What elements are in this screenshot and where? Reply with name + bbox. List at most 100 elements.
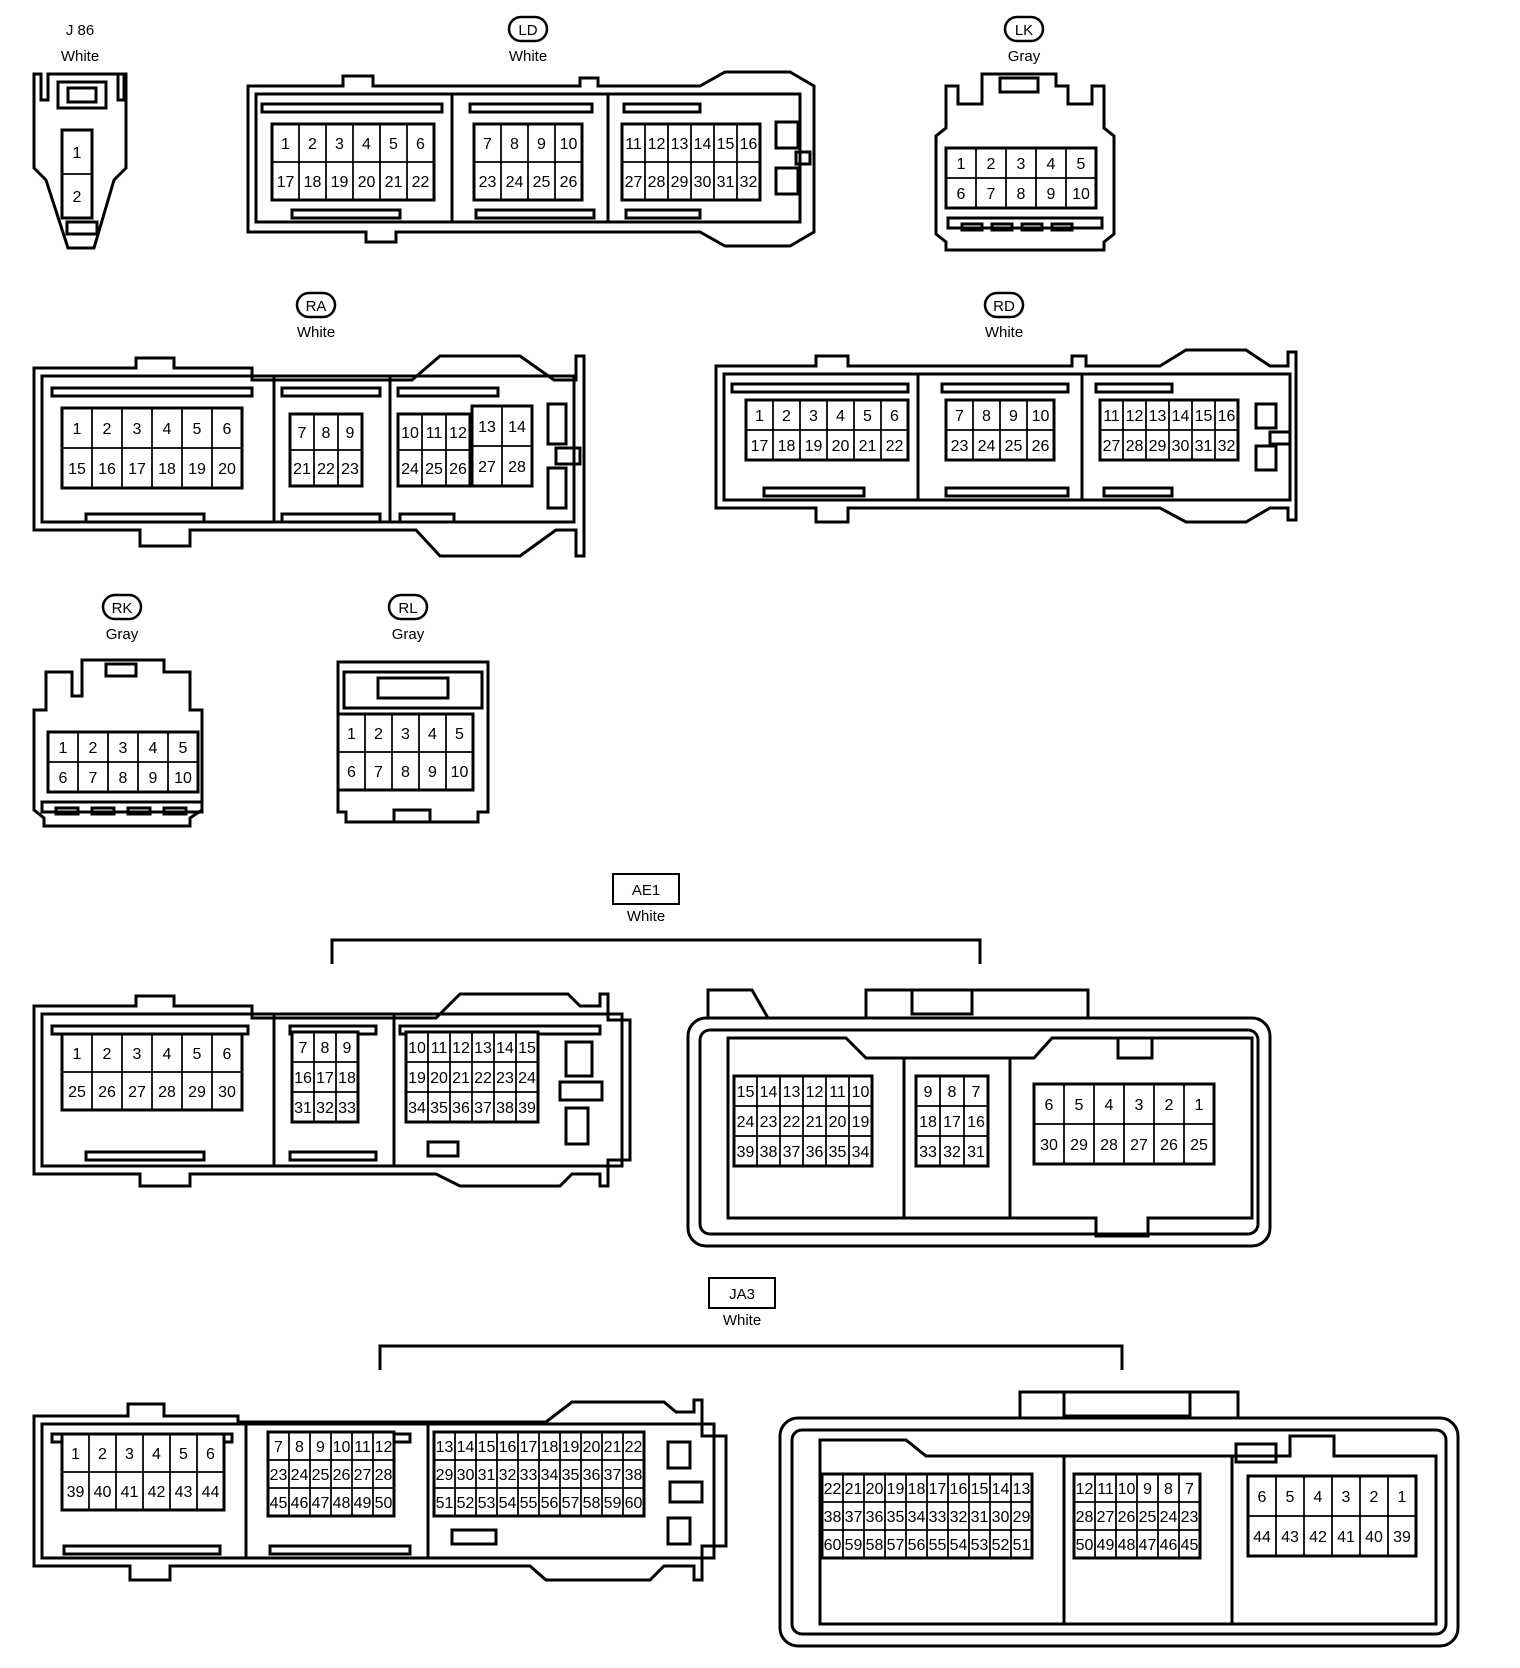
pin-cell: [963, 1135, 989, 1167]
pin-number: 56: [541, 1495, 559, 1512]
pin-number: 31: [971, 1509, 989, 1526]
pin-number: 52: [992, 1537, 1010, 1554]
pin-cell: [1214, 429, 1239, 461]
pin-cell: [167, 761, 199, 793]
pin-number: 37: [845, 1509, 863, 1526]
rl-code: RL: [398, 600, 417, 617]
pin-number: 50: [375, 1495, 393, 1512]
pin-number: 36: [583, 1467, 601, 1484]
pin-number: 21: [845, 1481, 863, 1498]
pin-number: 42: [1309, 1529, 1327, 1546]
pin-number: 20: [358, 174, 376, 191]
pin-number: 8: [948, 1084, 957, 1101]
pin-number: 57: [562, 1495, 580, 1512]
pin-number: 9: [1047, 186, 1056, 203]
pin-number: 3: [133, 1046, 142, 1063]
pin-number: 5: [863, 408, 872, 425]
pin-number: 15: [1195, 408, 1213, 425]
pin-number: 39: [67, 1484, 85, 1501]
pin-number: 38: [496, 1100, 514, 1117]
pin-number: 33: [929, 1509, 947, 1526]
pin-number: 10: [451, 764, 469, 781]
pin-number: 1: [755, 408, 764, 425]
pin-number: 19: [887, 1481, 905, 1498]
pin-number: 8: [295, 1439, 304, 1456]
pin-number: 4: [1314, 1489, 1323, 1506]
pin-number: 10: [560, 136, 578, 153]
pin-number: 18: [338, 1070, 356, 1087]
pin-number: 3: [133, 421, 142, 438]
pin-number: 29: [1149, 438, 1167, 455]
pin-number: 51: [436, 1495, 454, 1512]
pin-number: 46: [291, 1495, 309, 1512]
pin-number: 59: [604, 1495, 622, 1512]
pin-number: 8: [510, 136, 519, 153]
pin-number: 32: [740, 174, 758, 191]
pin-number: 11: [625, 136, 642, 153]
pin-number: 24: [291, 1467, 309, 1484]
pin-cell: [211, 447, 243, 489]
pin-number: 20: [829, 1114, 847, 1131]
pin-number: 26: [1160, 1137, 1178, 1154]
ae1-code-box: [612, 873, 680, 905]
pin-number: 21: [452, 1070, 470, 1087]
ja3-right-housing: [778, 1390, 1460, 1648]
pin-number: 4: [163, 421, 172, 438]
pin-number: 23: [1181, 1509, 1199, 1526]
pin-number: 10: [1032, 408, 1050, 425]
pin-cell: [372, 1487, 395, 1517]
pin-number: 3: [119, 740, 128, 757]
pin-number: 2: [987, 156, 996, 173]
pin-number: 6: [416, 136, 425, 153]
pin-cell: [848, 1135, 873, 1167]
pin-number: 34: [408, 1100, 426, 1117]
pin-number: 21: [859, 438, 877, 455]
pin-number: 38: [760, 1144, 778, 1161]
pin-number: 29: [436, 1467, 454, 1484]
pin-number: 5: [455, 726, 464, 743]
pin-number: 24: [978, 438, 996, 455]
pin-number: 7: [987, 186, 996, 203]
pin-number: 55: [929, 1537, 947, 1554]
pin-cell: [406, 161, 435, 201]
pin-number: 24: [1160, 1509, 1178, 1526]
pin-number: 60: [824, 1537, 842, 1554]
pin-number: 52: [457, 1495, 475, 1512]
pin-number: 12: [375, 1439, 393, 1456]
pin-number: 31: [967, 1144, 985, 1161]
pin-number: 29: [671, 174, 689, 191]
rl-code-oval: [387, 593, 429, 621]
pin-cell: [736, 161, 761, 201]
pin-number: 2: [103, 421, 112, 438]
ja3-code-box: [708, 1277, 776, 1309]
pin-cell: [61, 173, 93, 219]
pin-number: 23: [951, 438, 969, 455]
pin-number: 2: [374, 726, 383, 743]
pin-number: 13: [474, 1040, 492, 1057]
pin-number: 8: [401, 764, 410, 781]
pin-number: 50: [1076, 1537, 1094, 1554]
pin-cell: [622, 1487, 645, 1517]
pin-number: 26: [1032, 438, 1050, 455]
pin-number: 7: [483, 136, 492, 153]
pin-number: 7: [955, 408, 964, 425]
pin-number: 32: [499, 1467, 517, 1484]
pin-number: 2: [782, 408, 791, 425]
pin-number: 23: [341, 461, 359, 478]
ld-color: White: [509, 48, 547, 65]
pin-number: 27: [128, 1084, 146, 1101]
pin-number: 58: [866, 1537, 884, 1554]
ld-housing: [246, 70, 816, 248]
pin-number: 6: [957, 186, 966, 203]
pin-number: 21: [293, 461, 311, 478]
